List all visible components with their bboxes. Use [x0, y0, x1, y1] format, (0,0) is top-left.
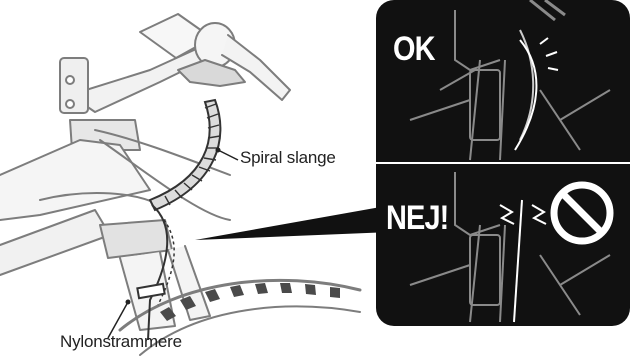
spiral-hose: [150, 100, 220, 210]
nej-heading: NEJ!: [386, 199, 448, 238]
spiral-leader-line: [218, 150, 238, 160]
ok-heading: OK: [393, 30, 435, 69]
spiral-hose-label: Spiral slange: [240, 148, 336, 168]
nylon-tensioner-label: Nylonstrammere: [60, 332, 182, 352]
callout-pointer: [195, 205, 392, 240]
